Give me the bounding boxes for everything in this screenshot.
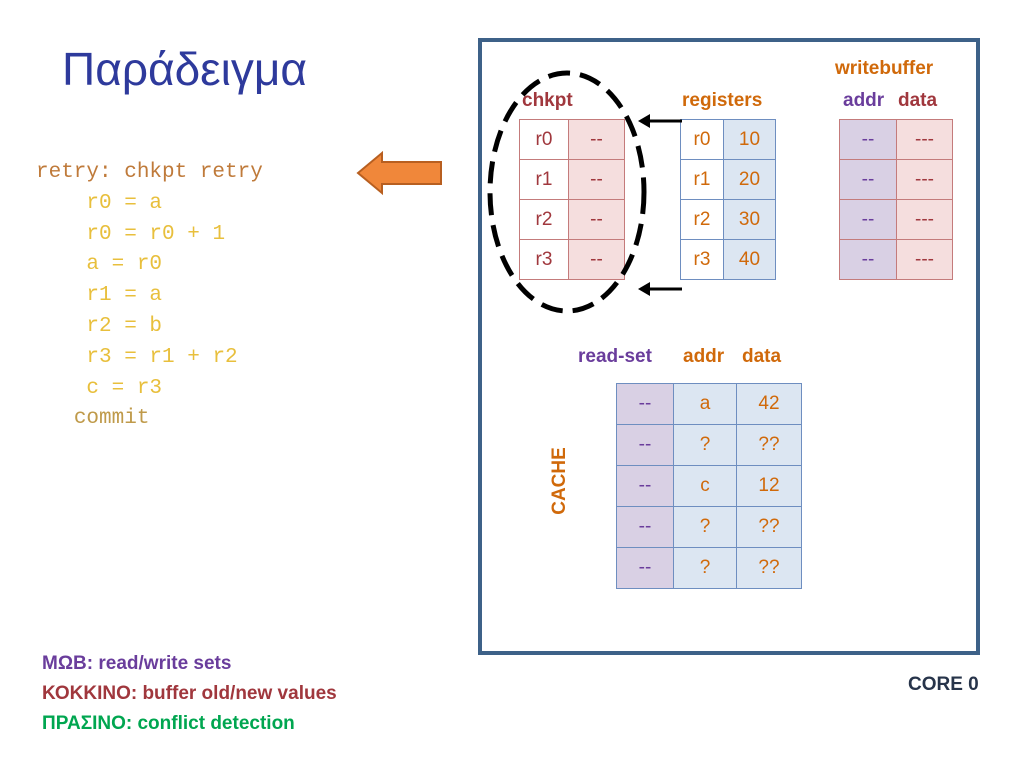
registers-header: registers <box>682 90 763 111</box>
cache-addr: a <box>673 383 737 425</box>
checkpoint-dashed-ellipse <box>487 70 647 314</box>
chkpt-reg: r3 <box>519 239 569 280</box>
writebuffer-header: writebuffer <box>835 58 934 79</box>
code-line-1: retry: chkpt retry <box>36 161 263 184</box>
wb-data: --- <box>896 239 953 280</box>
cache-addr-header: addr <box>683 346 725 367</box>
core-box <box>478 38 980 655</box>
code-line-8: c = r3 <box>86 376 163 400</box>
legend: ΜΩΒ: read/write sets ΚΟΚΚΙΝΟ: buffer old… <box>42 649 337 739</box>
cache-addr: ? <box>673 424 737 466</box>
code-line-5: r1 = a <box>86 284 163 308</box>
table-row: ----- <box>839 239 953 280</box>
code-line-3: r0 = r0 + 1 <box>86 222 226 246</box>
table-row: --??? <box>616 424 802 466</box>
cache-addr: ? <box>673 506 737 548</box>
cache-readset: -- <box>616 465 674 507</box>
cache-readset: -- <box>616 547 674 589</box>
chkpt-reg: r0 <box>519 119 569 160</box>
cache-readset-header: read-set <box>578 346 652 367</box>
writebuffer-addr-header: addr <box>843 90 885 111</box>
code-line-9: commit <box>73 407 150 431</box>
table-row: r3-- <box>519 239 625 280</box>
legend-purple: ΜΩΒ: read/write sets <box>42 653 232 674</box>
code-block: retry: chkpt retry r0 = a r0 = r0 + 1 a … <box>36 158 263 435</box>
chkpt-header: chkpt <box>522 90 573 111</box>
wb-addr: -- <box>839 239 897 280</box>
writebuffer-table: ----- ----- ----- ----- <box>839 119 953 280</box>
register-name: r2 <box>680 199 724 240</box>
cache-data: 12 <box>736 465 802 507</box>
chkpt-val: -- <box>568 159 625 200</box>
core-label: CORE 0 <box>908 674 979 695</box>
code-line-7: r3 = r1 + r2 <box>86 345 238 369</box>
register-name: r0 <box>680 119 724 160</box>
slide-title: Παράδειγμα <box>62 43 308 95</box>
table-row: ----- <box>839 159 953 200</box>
chkpt-val: -- <box>568 239 625 280</box>
table-row: r2-- <box>519 199 625 240</box>
chkpt-val: -- <box>568 199 625 240</box>
cache-addr: ? <box>673 547 737 589</box>
wb-data: --- <box>896 199 953 240</box>
cache-data-header: data <box>742 346 782 367</box>
cache-addr: c <box>673 465 737 507</box>
table-row: r1-- <box>519 159 625 200</box>
register-value: 40 <box>723 239 776 280</box>
arrow-left-top-icon <box>638 114 682 128</box>
chkpt-val: -- <box>568 119 625 160</box>
arrow-left-bottom-icon <box>638 282 682 296</box>
legend-green: ΠΡΑΣΙΝΟ: conflict detection <box>42 713 295 734</box>
chkpt-reg: r1 <box>519 159 569 200</box>
wb-addr: -- <box>839 159 897 200</box>
table-row: ----- <box>839 199 953 240</box>
wb-addr: -- <box>839 119 897 160</box>
chkpt-table: r0-- r1-- r2-- r3-- <box>519 119 625 280</box>
wb-data: --- <box>896 159 953 200</box>
cache-data: ?? <box>736 547 802 589</box>
table-row: --??? <box>616 547 802 589</box>
table-row: r0-- <box>519 119 625 160</box>
cache-readset: -- <box>616 424 674 466</box>
cache-readset: -- <box>616 383 674 425</box>
code-line-2: r0 = a <box>86 191 163 215</box>
left-arrow-icon <box>356 150 442 196</box>
code-line-4: a = r0 <box>86 253 163 277</box>
wb-addr: -- <box>839 199 897 240</box>
register-name: r3 <box>680 239 724 280</box>
chkpt-reg: r2 <box>519 199 569 240</box>
cache-data: ?? <box>736 424 802 466</box>
legend-red: ΚΟΚΚΙΝΟ: buffer old/new values <box>42 683 337 704</box>
writebuffer-data-header: data <box>898 90 938 111</box>
code-line-6: r2 = b <box>86 314 163 338</box>
register-value: 30 <box>723 199 776 240</box>
cache-data: 42 <box>736 383 802 425</box>
